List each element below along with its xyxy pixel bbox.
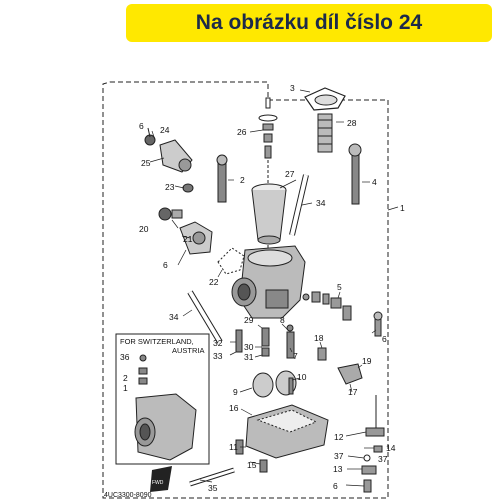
callout-32: 32 — [213, 338, 223, 348]
callout-labels: 3 26 28 4 2 27 34 1 6 24 25 23 20 21 6 2… — [139, 83, 405, 493]
callout-34-low: 34 — [169, 312, 179, 322]
callout-31: 31 — [244, 352, 254, 362]
inset-carburetor — [134, 354, 197, 461]
callout-6-mid: 6 — [163, 260, 168, 270]
callout-1: 1 — [400, 203, 405, 213]
callout-4: 4 — [372, 177, 377, 187]
float-bowl-16 — [245, 404, 329, 459]
inset-callout-2: 2 — [123, 373, 128, 383]
callout-33: 33 — [213, 351, 223, 361]
callout-37-right: 37 — [378, 454, 388, 464]
small-jet-parts — [235, 324, 295, 359]
piston-part — [251, 183, 287, 245]
callout-9: 9 — [233, 387, 238, 397]
callout-30: 30 — [244, 342, 254, 352]
jet-parts-5 — [302, 291, 383, 337]
callout-3: 3 — [290, 83, 295, 93]
inset-callout-36: 36 — [120, 352, 130, 362]
carburetor-body — [231, 245, 306, 319]
choke-lever — [144, 127, 193, 173]
ring-23 — [182, 183, 194, 193]
callout-15: 15 — [247, 460, 257, 470]
callout-6-top: 6 — [139, 121, 144, 131]
callout-6-right: 6 — [382, 334, 387, 344]
fwd-arrow-icon — [150, 466, 172, 492]
callout-37-left: 37 — [334, 451, 344, 461]
callout-18: 18 — [314, 333, 324, 343]
banner-text: Na obrázku díl číslo 24 — [195, 11, 423, 34]
callout-7: 7 — [293, 351, 298, 361]
callout-11: 11 — [229, 442, 238, 452]
leader-lines — [149, 89, 377, 487]
gasket-22 — [217, 247, 245, 275]
callout-26: 26 — [237, 127, 247, 137]
callout-19: 19 — [362, 356, 372, 366]
callout-17: 17 — [348, 387, 358, 397]
inset-callout-1: 1 — [123, 383, 128, 393]
fwd-label: FWD — [152, 480, 164, 486]
callout-28: 28 — [347, 118, 357, 128]
callout-25: 25 — [141, 158, 151, 168]
callout-8: 8 — [280, 315, 285, 325]
callout-23: 23 — [165, 182, 175, 192]
callout-27: 27 — [285, 169, 295, 179]
document-code: 4UC3300-8090 — [104, 492, 152, 499]
callout-14: 14 — [386, 443, 396, 453]
callout-13: 13 — [333, 464, 343, 474]
top-cover-part — [304, 87, 346, 153]
callout-35: 35 — [208, 483, 218, 493]
assembly-outline — [102, 81, 389, 499]
callout-22: 22 — [209, 277, 219, 287]
callout-10: 10 — [297, 372, 307, 382]
part-number-banner: Na obrázku díl číslo 24 — [126, 4, 492, 42]
part-20-21 — [158, 207, 213, 255]
inset-title-line1: FOR SWITZERLAND, — [120, 337, 194, 346]
callout-2: 2 — [240, 175, 245, 185]
inset-title-line2: AUSTRIA — [172, 346, 205, 355]
callout-34-top: 34 — [316, 198, 326, 208]
screw-parts — [216, 143, 362, 205]
callout-6-bottom: 6 — [333, 481, 338, 491]
callout-12: 12 — [334, 432, 344, 442]
callout-24: 24 — [160, 125, 170, 135]
drain-parts — [361, 395, 385, 493]
callout-5: 5 — [337, 282, 342, 292]
callout-29: 29 — [244, 315, 254, 325]
callout-21: 21 — [183, 234, 193, 244]
callout-20: 20 — [139, 224, 149, 234]
callout-16: 16 — [229, 403, 239, 413]
